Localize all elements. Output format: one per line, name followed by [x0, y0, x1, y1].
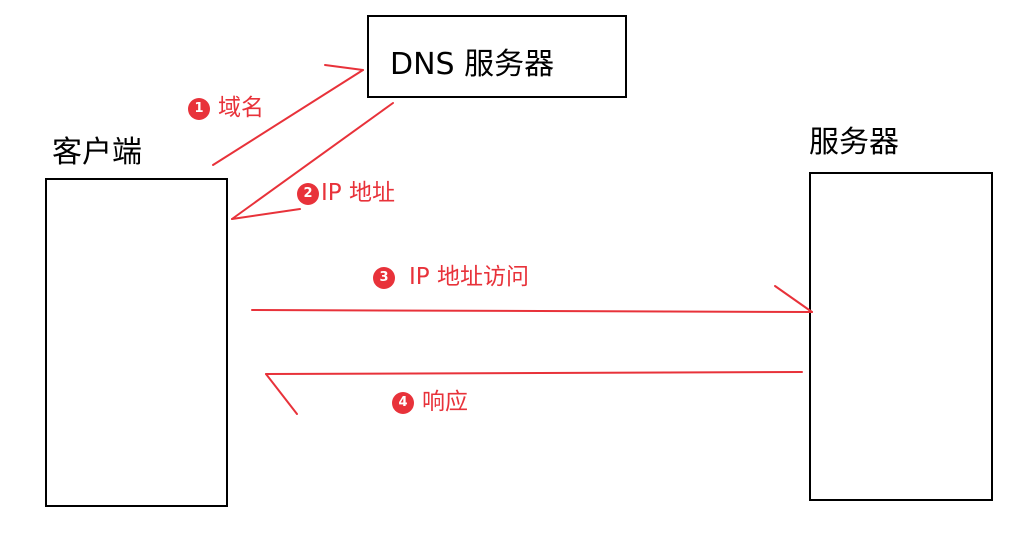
arrow-step-2: [231, 102, 394, 220]
step-2-text: IP 地址: [321, 180, 395, 206]
arrow-step-1: [212, 69, 364, 166]
step-1-text: 域名: [218, 95, 264, 121]
arrow-step-3: [251, 309, 813, 313]
step-3-text: IP 地址访问: [409, 264, 529, 290]
step-4-badge: 4: [392, 391, 414, 414]
arrowhead-step-1: [324, 64, 364, 71]
step-3-label: 3 IP 地址访问: [373, 266, 529, 289]
server-box: [809, 172, 993, 501]
step-4-text: 响应: [422, 389, 468, 415]
server-label: 服务器: [809, 125, 899, 160]
step-1-badge: 1: [188, 97, 210, 120]
arrowhead-step-2: [231, 208, 301, 220]
step-1-label: 1 域名: [188, 97, 264, 120]
dns-server-box: [367, 15, 627, 98]
dns-server-label: DNS 服务器: [390, 47, 555, 82]
client-box: [45, 178, 228, 507]
step-3-badge: 3: [373, 266, 395, 289]
arrowhead-step-3: [774, 285, 813, 313]
client-label: 客户端: [52, 135, 142, 170]
arrow-step-4: [265, 371, 803, 375]
step-2-label: 2 IP 地址: [297, 182, 395, 205]
arrowhead-step-4: [265, 373, 298, 415]
step-4-label: 4 响应: [392, 391, 468, 414]
step-2-badge: 2: [297, 182, 319, 205]
